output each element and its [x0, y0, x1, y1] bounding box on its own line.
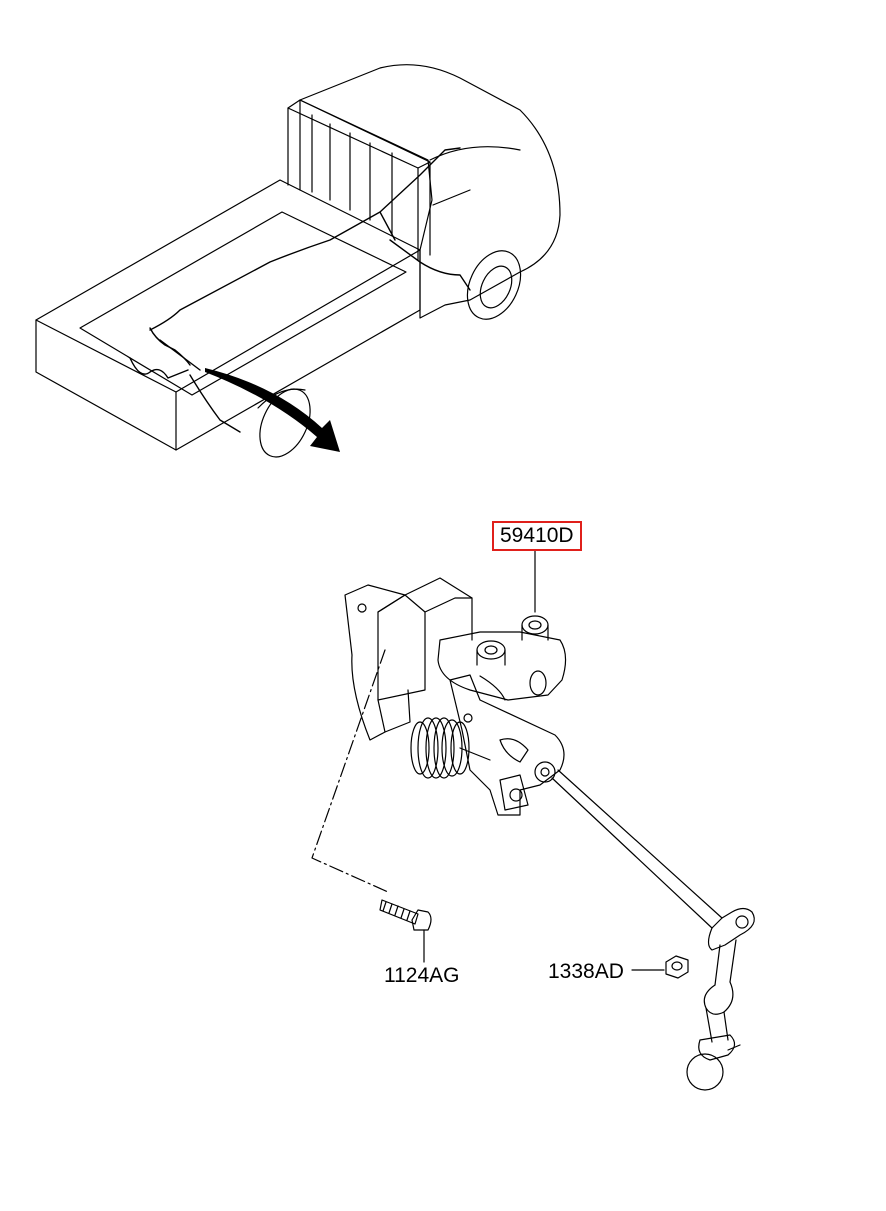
- rod-end: [707, 907, 755, 951]
- linkage-rod: [551, 769, 723, 929]
- sensor-body: [437, 631, 567, 701]
- front-wheel: [466, 250, 522, 320]
- bolt-1124AG: [311, 649, 432, 963]
- bolt-head: [411, 909, 432, 931]
- level-sensor-assembly: [344, 549, 755, 1091]
- part-label-1124AG[interactable]: 1124AG: [384, 964, 460, 987]
- nut-shape: [665, 955, 689, 979]
- part-label-59410D[interactable]: 59410D: [492, 521, 582, 551]
- cargo-bed: [35, 179, 421, 393]
- coil-spring: [410, 717, 491, 779]
- truck-headboard: [287, 99, 431, 169]
- mounting-bracket: [344, 584, 406, 741]
- callout-arrow: [205, 368, 340, 452]
- lever-plate: [449, 674, 565, 816]
- nut-1338AD: [631, 955, 689, 979]
- bolt-shank: [379, 899, 419, 925]
- part-label-1338AD[interactable]: 1338AD: [548, 960, 624, 983]
- truck-overview: [35, 64, 561, 458]
- pivot-ball: [534, 761, 556, 783]
- bolt-dash-line: [311, 649, 389, 893]
- rear-wheel: [259, 388, 311, 458]
